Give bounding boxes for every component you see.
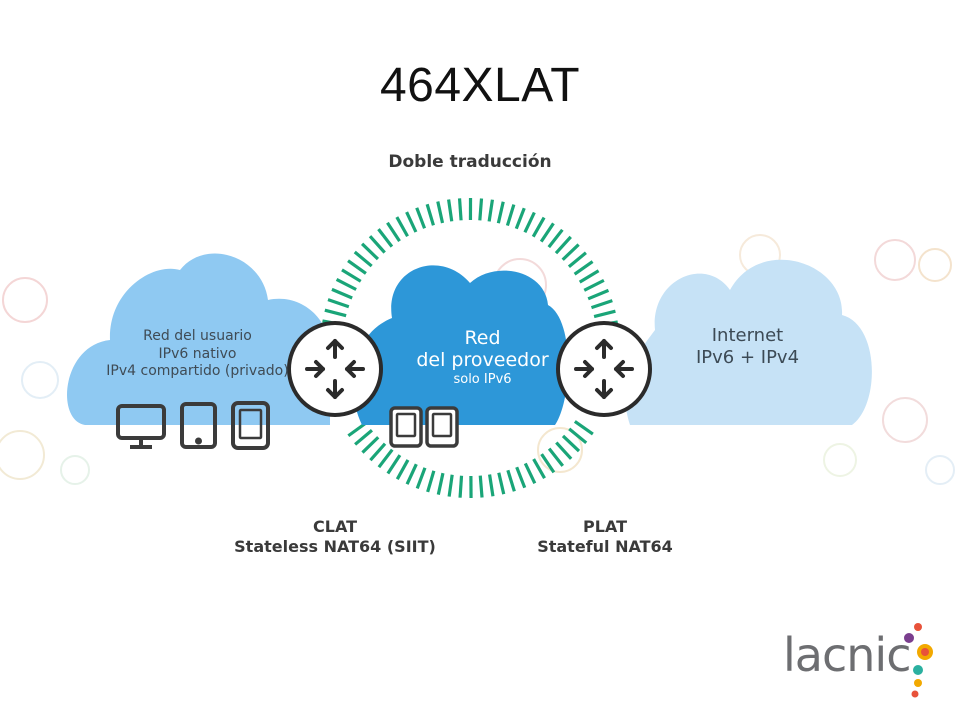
arc-tick: [540, 453, 556, 474]
provider-network-line3: solo IPv6: [453, 371, 512, 387]
arc-tick: [573, 260, 594, 276]
arc-tick: [547, 228, 564, 249]
user-network-line3: IPv4 compartido (privado): [106, 363, 289, 379]
arc-tick: [415, 207, 427, 229]
arc-tick: [487, 199, 495, 222]
arc-tick: [415, 467, 427, 489]
phone-icon: [425, 406, 459, 448]
arc-tick: [478, 475, 484, 498]
arc-tick: [587, 288, 610, 301]
arc-tick: [554, 235, 572, 255]
arc-tick: [547, 447, 565, 467]
lacnic-logo-text: lacnic: [783, 628, 911, 682]
arc-tick: [354, 429, 373, 446]
arc-tick: [583, 278, 605, 292]
arc-tick: [327, 298, 350, 309]
arc-tick: [539, 222, 555, 243]
arc-tick: [590, 299, 613, 310]
arc-tick: [436, 472, 445, 495]
arc-tick: [515, 466, 527, 489]
user-network-line1: Red del usuario: [143, 328, 252, 344]
monitor-icon: [116, 404, 166, 449]
arc-tick: [555, 441, 573, 460]
plat-router-icon: [556, 321, 652, 417]
plat-label: PLAT Stateful NAT64: [500, 517, 710, 557]
internet-line2: IPv6 + IPv4: [695, 346, 800, 368]
slide-title: 464XLAT: [379, 59, 581, 112]
arc-tick: [593, 309, 616, 319]
arc-tick: [360, 242, 380, 261]
arc-tick: [567, 251, 587, 268]
arc-tick: [457, 198, 463, 221]
clat-router-icon: [287, 321, 383, 417]
arc-tick: [386, 221, 401, 243]
arc-tick: [395, 459, 410, 480]
arc-tick: [506, 469, 516, 492]
translation-arc: [320, 197, 620, 499]
arc-tick: [531, 216, 546, 238]
arc-tick: [386, 454, 402, 475]
plat-name: PLAT: [583, 517, 627, 536]
arc-tick: [405, 211, 418, 233]
arc-tick: [523, 462, 537, 484]
user-network-label: Red del usuario IPv6 nativo IPv4 compart…: [95, 328, 300, 381]
arc-tick: [426, 470, 436, 493]
provider-network-cloud: [352, 265, 569, 425]
arc-tick: [369, 442, 387, 462]
arc-tick: [478, 198, 484, 221]
internet-label: Internet IPv6 + IPv4: [665, 325, 830, 368]
arc-tick: [458, 475, 464, 498]
phone-icon: [389, 406, 423, 448]
arc-tick: [377, 228, 394, 248]
arc-tick: [335, 278, 357, 291]
provider-network-line2: del proveedor: [416, 348, 549, 371]
arc-tick: [331, 287, 353, 300]
arc-tick: [573, 420, 594, 436]
tablet-icon: [180, 402, 217, 449]
arc-tick: [447, 474, 454, 497]
arc-tick: [488, 474, 495, 497]
user-devices: [116, 401, 270, 450]
arc-tick: [497, 472, 506, 495]
arc-tick: [561, 243, 580, 261]
arc-tick: [353, 250, 373, 268]
arc-tick: [368, 235, 386, 254]
arc-tick: [578, 269, 600, 284]
internet-line1: Internet: [711, 325, 784, 346]
arc-tick: [347, 421, 368, 438]
arc-tick: [514, 207, 526, 230]
arc-tick: [561, 434, 581, 453]
user-network-cloud: [67, 253, 331, 425]
plat-description: Stateful NAT64: [537, 537, 673, 556]
provider-devices: [389, 406, 459, 448]
arc-tick: [324, 308, 347, 318]
provider-network-line1: Red: [464, 327, 501, 349]
arc-tick: [347, 259, 367, 275]
user-network-line2: IPv6 nativo: [158, 345, 237, 362]
arc-tick: [523, 211, 536, 234]
phone-icon: [231, 401, 270, 450]
arc-tick: [436, 201, 445, 224]
provider-network-label: Red del proveedor solo IPv6: [395, 327, 570, 388]
clat-label: CLAT Stateless NAT64 (SIIT): [215, 517, 455, 557]
arc-tick: [341, 268, 362, 283]
arc-tick: [568, 427, 588, 445]
arc-tick: [496, 201, 505, 224]
arc-tick: [361, 436, 380, 454]
clat-name: CLAT: [313, 517, 357, 536]
lacnic-logo-mark: [904, 623, 933, 698]
arc-tick: [377, 448, 394, 469]
arc-tick: [505, 204, 516, 227]
translation-subheading: Doble traducción: [388, 152, 552, 172]
clat-description: Stateless NAT64 (SIIT): [234, 537, 436, 556]
internet-cloud: [625, 259, 872, 425]
arc-tick: [395, 216, 409, 238]
arc-tick: [405, 463, 418, 485]
arc-tick: [447, 199, 454, 222]
arc-tick: [532, 458, 546, 479]
arc-tick: [425, 203, 435, 226]
